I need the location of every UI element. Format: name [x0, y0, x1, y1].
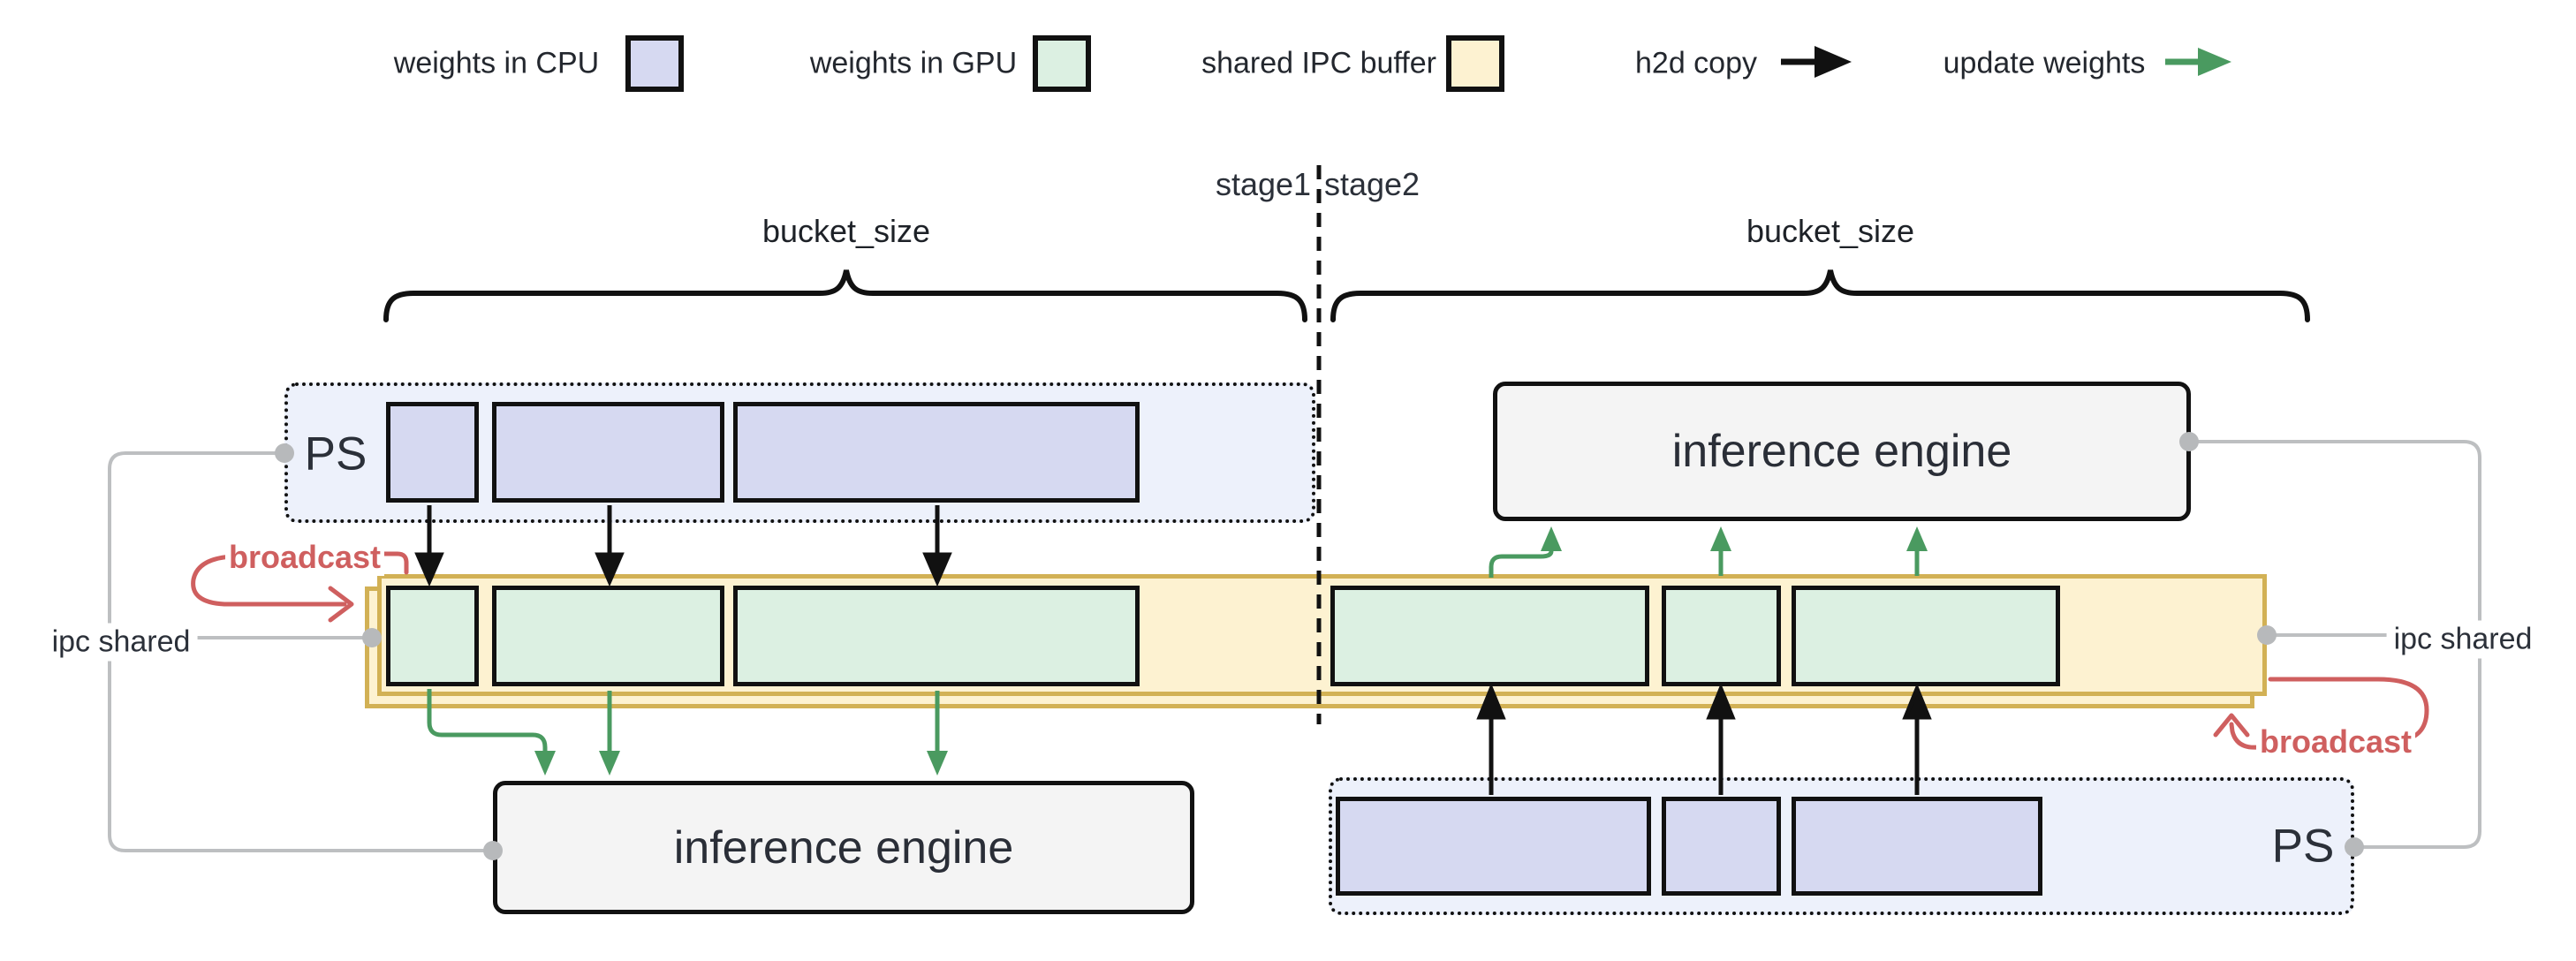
legend-gpu-label: weights in GPU	[809, 46, 1018, 80]
bucket-size-brace-right	[1330, 269, 2310, 322]
cpu-weight-chunk	[492, 402, 724, 503]
stage2-label: stage2	[1323, 166, 1421, 202]
gpu-weight-chunk	[1792, 586, 2060, 686]
inference-engine-left: inference engine	[493, 781, 1194, 914]
bucket-size-brace-left	[383, 269, 1307, 322]
inference-engine-right-label: inference engine	[1671, 426, 2012, 477]
cpu-weight-chunk	[1662, 797, 1781, 896]
cpu-weight-chunk	[1792, 797, 2042, 896]
gpu-weight-chunk	[1662, 586, 1781, 686]
cpu-weight-chunk	[733, 402, 1140, 503]
legend-cpu-swatch	[625, 35, 684, 92]
inference-engine-right: inference engine	[1493, 382, 2191, 521]
cpu-weight-chunk	[386, 402, 479, 503]
legend-ipc-label: shared IPC buffer	[1201, 46, 1436, 80]
cpu-weight-chunk	[1336, 797, 1651, 896]
update-weights-arrows-right	[1489, 526, 1928, 578]
legend-h2d-arrow-icon	[1781, 46, 1852, 78]
stage1-label: stage1	[1215, 166, 1312, 202]
legend-cpu-label: weights in CPU	[393, 46, 600, 80]
broadcast-label-right: broadcast	[2255, 723, 2416, 760]
broadcast-label-left: broadcast	[224, 539, 385, 576]
legend-h2d-label: h2d copy	[1635, 46, 1757, 80]
bucket-size-label-left: bucket_size	[761, 213, 931, 249]
legend-gpu-swatch	[1033, 35, 1091, 92]
gpu-weight-chunk	[733, 586, 1140, 686]
bucket-size-label-right: bucket_size	[1746, 213, 1915, 249]
ipc-shared-label-left: ipc shared	[44, 623, 198, 662]
gpu-weight-chunk	[1330, 586, 1649, 686]
inference-engine-left-label: inference engine	[673, 821, 1014, 874]
ipc-shared-label-right: ipc shared	[2386, 620, 2540, 659]
gpu-weight-chunk	[386, 586, 479, 686]
gpu-weight-chunk	[492, 586, 724, 686]
ps-label-left: PS	[304, 428, 367, 480]
ps-label-right: PS	[2271, 820, 2335, 873]
legend-update-label: update weights	[1943, 46, 2146, 80]
legend-update-weights-arrow-icon	[2165, 48, 2231, 76]
legend-ipc-swatch	[1446, 35, 1504, 92]
